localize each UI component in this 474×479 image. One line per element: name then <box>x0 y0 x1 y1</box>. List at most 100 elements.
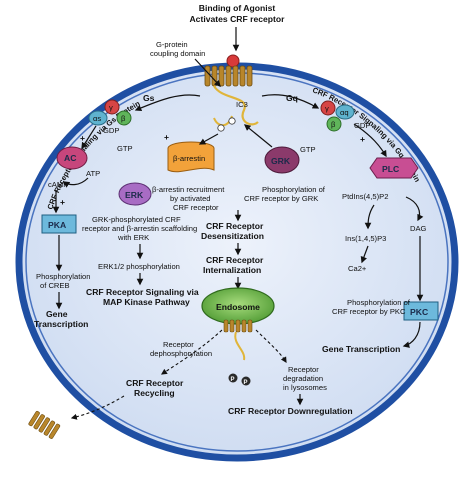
pkc-phos-line2: CRF receptor by PKC <box>332 307 406 316</box>
ac-label: AC <box>64 153 76 163</box>
camp-label: cAMP <box>48 180 68 189</box>
mapk-line1: CRF Receptor Signaling via <box>86 287 199 297</box>
arrestin-text-line2: by activated <box>170 194 211 203</box>
ins-label: Ins(1,4,5)P3 <box>345 234 386 243</box>
grk-label: GRK <box>271 156 291 166</box>
pkc-label: PKC <box>410 307 428 317</box>
degradation-line1: Receptor <box>288 365 319 374</box>
intern-line1: CRF Receptor <box>206 255 264 265</box>
grk-scaffold-line1: GRK-phosphorylated CRF <box>92 215 181 224</box>
ptdins-to-dag-arrow <box>405 196 424 222</box>
header-line1: Binding of Agonist <box>199 3 276 13</box>
beta-s-label: β <box>121 114 126 123</box>
tail-p-site-2 <box>228 117 236 125</box>
plc-label: PLC <box>382 164 399 174</box>
released-p-label-1: P <box>231 377 235 383</box>
gamma-subunit-q <box>320 100 336 116</box>
gs-ac-plus: + <box>80 133 85 143</box>
creb-line1: Phosphorylation <box>36 272 90 281</box>
recycling-to-membrane-arrow <box>70 395 125 420</box>
released-p-1 <box>228 373 238 383</box>
dag-label: DAG <box>410 224 427 233</box>
endosome-to-degradation-arrow <box>255 329 287 364</box>
degradation-line3: in lysosomes <box>283 383 327 392</box>
endosome-receptor <box>223 319 253 333</box>
pka-label: PKA <box>48 220 66 230</box>
dephos-line1: Receptor <box>163 340 194 349</box>
gq-plc-plus: + <box>360 134 365 144</box>
crf-receptor-top <box>204 65 253 87</box>
ic3-loop <box>213 85 259 126</box>
pkc-to-gene-arrow <box>402 321 421 348</box>
grk-text-line2: CRF receptor by GRK <box>244 194 318 203</box>
gene-right-label: Gene Transcription <box>322 344 400 354</box>
gq-to-plc-arrow <box>353 123 387 158</box>
released-p-label-2: P <box>244 380 248 386</box>
intern-line2: Internalization <box>203 265 261 275</box>
erk-label: ERK <box>125 190 144 200</box>
arrestin-shape <box>167 141 215 173</box>
endosome-to-recycling-arrow <box>160 329 223 375</box>
tail-p-site-1 <box>217 124 225 132</box>
gtp-left: GTP <box>117 144 133 153</box>
arrestin-label: β-arrestin <box>173 154 205 163</box>
degradation-line2: degradation <box>283 374 323 383</box>
atp-to-camp-arrow <box>62 177 89 188</box>
alpha-s-label: αs <box>93 114 101 123</box>
grk-scaffold-line3: with ERK <box>117 233 149 242</box>
plc-enzyme <box>369 157 419 179</box>
erk-phos-label: ERK1/2 phosphorylation <box>98 262 180 271</box>
mapk-line2: MAP Kinase Pathway <box>103 297 190 307</box>
beta-subunit-s <box>116 110 132 126</box>
crf-receptor-recycled <box>28 411 61 439</box>
grk-text-line1: Phosphorylation of <box>262 185 326 194</box>
ins-to-ca-arrow <box>360 245 369 264</box>
atp-label: ATP <box>86 169 100 178</box>
alpha-q-label: αq <box>340 108 349 117</box>
pka-box <box>41 214 77 234</box>
tail-to-arrestin-arrow <box>198 133 219 145</box>
erk-enzyme <box>118 182 152 206</box>
ac-enzyme <box>56 146 88 170</box>
released-p-2 <box>241 376 251 386</box>
ptdins-to-ins-arrow <box>364 204 375 230</box>
arrestin-plus: + <box>164 132 169 142</box>
g-coupling-pointer <box>194 58 221 87</box>
beta-q-label: β <box>331 120 336 129</box>
g-coupling-line1: G-protein <box>156 40 188 49</box>
grk-to-tail-arrow <box>243 124 273 148</box>
endosome-tail <box>234 331 246 361</box>
ptdins-label: PtdIns(4,5)P2 <box>342 192 388 201</box>
gs-activation-arrow <box>134 94 201 112</box>
downreg-label: CRF Receptor Downregulation <box>228 406 353 416</box>
gene-left-line1: Gene <box>46 309 68 319</box>
arrestin-text-line3: CRF receptor <box>173 203 219 212</box>
arrestin-text-line1: β-arrestin recruitment <box>152 185 225 194</box>
creb-line2: of CREB <box>40 281 70 290</box>
grk-scaffold-line2: receptor and β-arrestin scaffolding <box>82 224 197 233</box>
gdp-left: GDP <box>103 126 119 135</box>
ca-label: Ca2+ <box>348 264 367 273</box>
agonist-ligand <box>226 54 240 68</box>
recycling-line2: Recycling <box>134 388 175 398</box>
alpha-q-subunit <box>335 104 355 120</box>
beta-subunit-q <box>326 116 342 132</box>
recycling-line1: CRF Receptor <box>126 378 184 388</box>
header-line2: Activates CRF receptor <box>189 14 285 24</box>
gq-activation-arrow <box>261 94 320 109</box>
pkc-box <box>403 301 439 321</box>
camp-pka-plus: + <box>60 197 65 207</box>
gamma-subunit-s <box>104 99 120 115</box>
pkc-phos-line1: Phosphorylation of <box>347 298 411 307</box>
alpha-s-subunit <box>88 110 108 126</box>
desens-line1: CRF Receptor <box>206 221 264 231</box>
desens-line2: Desensitization <box>201 231 264 241</box>
gdp-right: GDP <box>354 121 370 130</box>
gs-to-ac-arrow <box>81 125 97 150</box>
gene-left-line2: Transcription <box>34 319 88 329</box>
gq-label: Gq <box>286 93 298 103</box>
gtp-right: GTP <box>300 145 316 154</box>
g-coupling-line2: coupling domain <box>150 49 205 58</box>
dephos-line2: dephosphorylation <box>150 349 212 358</box>
